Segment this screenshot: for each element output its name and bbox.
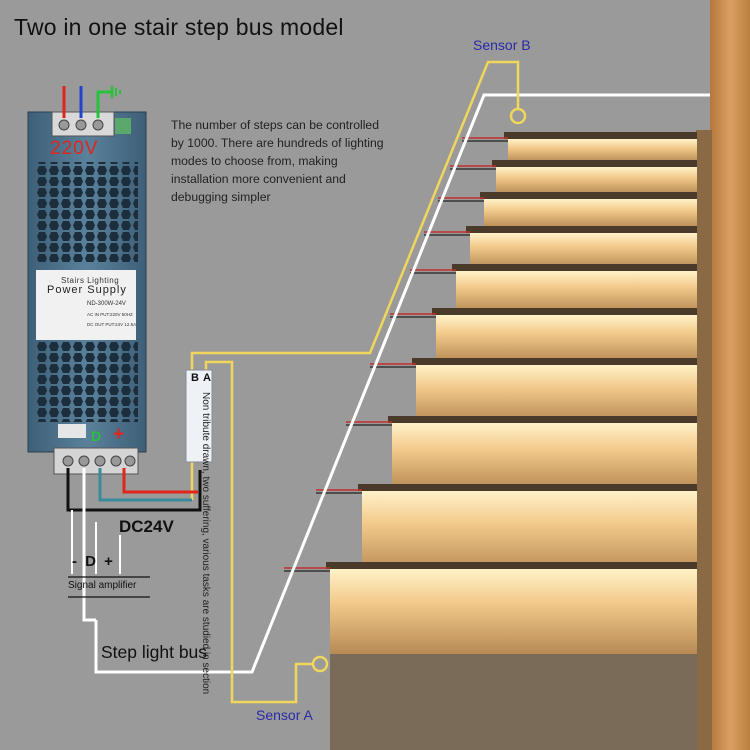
- psu-label-line1: Stairs Lighting: [61, 276, 120, 285]
- psu-dc-out: DC OUT PUT:24V 12.5A: [87, 322, 137, 327]
- terminal-screw: [58, 119, 70, 131]
- step-tread: [326, 562, 697, 569]
- wire-teal-output: [98, 468, 192, 502]
- step-riser-light: [496, 167, 697, 194]
- vent-grid-top: [36, 162, 138, 262]
- wire-red-output: [122, 468, 198, 494]
- wire-black-output: [66, 468, 202, 512]
- terminal-screw: [110, 455, 122, 467]
- sensor-b-icon: [509, 107, 527, 125]
- psu-ac-in: AC IN PUT:220V 50HZ: [87, 312, 133, 317]
- step-riser-light: [362, 491, 697, 574]
- terminal-screw: [78, 455, 90, 467]
- step-riser-light: [470, 233, 697, 268]
- step-tread: [480, 192, 697, 199]
- indicator-light: [115, 118, 131, 134]
- output-pin-d: D: [91, 428, 102, 444]
- psu-model: ND-300W-24V: [87, 301, 126, 307]
- step-riser-light: [436, 315, 697, 362]
- sensor-b-label: Sensor B: [473, 37, 531, 53]
- step-tread: [358, 484, 697, 491]
- output-pin-plus: +: [113, 424, 125, 445]
- step-tread: [504, 132, 697, 139]
- stair-stringer: [696, 130, 712, 750]
- wire-ground-input: [96, 90, 112, 118]
- step-tread: [466, 226, 697, 233]
- terminal-screw: [92, 119, 104, 131]
- terminal-screw: [94, 455, 106, 467]
- terminal-screw: [124, 455, 136, 467]
- psu-label-plate: [36, 270, 136, 340]
- input-voltage-label: 220V: [50, 138, 99, 159]
- vent-grid-bottom: [36, 342, 138, 422]
- step-tread: [492, 160, 697, 167]
- connector-tag: [185, 369, 213, 463]
- bus-label: Step light bus: [101, 642, 208, 662]
- bus-wire-white: [94, 93, 710, 674]
- step-riser-light: [484, 199, 697, 228]
- connector-note: Non tribute drawn, two suffering, variou…: [200, 392, 211, 695]
- sensor-a-icon: [311, 655, 329, 673]
- terminal-screw: [75, 119, 87, 131]
- wire-white-output: [82, 468, 96, 622]
- step-tread: [388, 416, 697, 423]
- page-title: Two in one stair step bus model: [14, 14, 344, 40]
- signal-amplifier-pins: - D +: [72, 553, 115, 570]
- sensor-a-wire: [204, 360, 312, 704]
- sensor-a-label: Sensor A: [256, 707, 313, 723]
- wall-panel: [710, 0, 750, 750]
- connector-pins: BA: [191, 372, 215, 384]
- step-riser-light: [330, 569, 697, 654]
- output-label-plate: [58, 424, 86, 438]
- terminal-screw: [62, 455, 74, 467]
- step-riser-light: [456, 271, 697, 312]
- psu-label-line2: Power Supply: [47, 284, 127, 296]
- step-riser-light: [416, 365, 697, 422]
- dc-voltage-label: DC24V: [119, 517, 174, 536]
- signal-amplifier-label: Signal amplifier: [68, 580, 137, 591]
- step-tread: [432, 308, 697, 315]
- staircase: [284, 132, 697, 750]
- step-tread: [412, 358, 697, 365]
- step-tread: [452, 264, 697, 271]
- description-text: The number of steps can be controlled by…: [171, 118, 384, 204]
- stair-base: [330, 654, 697, 750]
- step-riser-light: [508, 139, 697, 162]
- step-riser-light: [392, 423, 697, 490]
